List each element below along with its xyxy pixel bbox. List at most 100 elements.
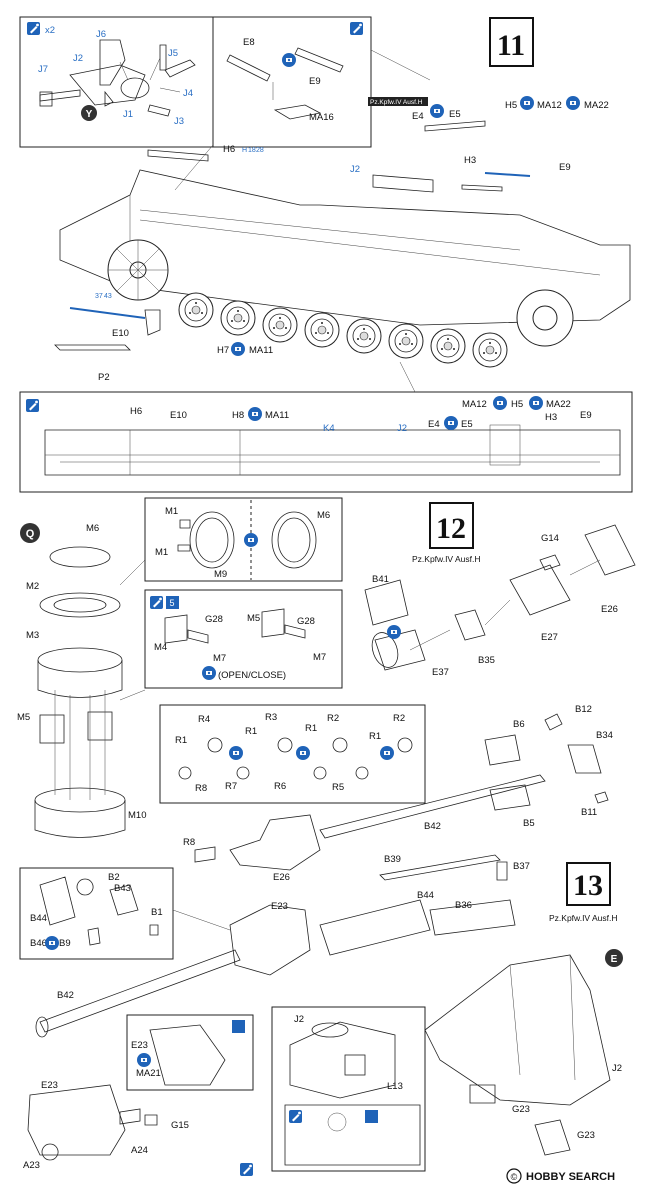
leader-line	[399, 361, 416, 393]
fender-e23	[27, 1084, 126, 1156]
part-label-h8: H8	[232, 410, 244, 421]
cement-icon	[493, 396, 507, 410]
part-m5-shape	[261, 608, 306, 639]
road-wheel	[262, 307, 298, 343]
mantlet-detail-parts	[39, 876, 159, 946]
part-label-m5: M5	[17, 712, 30, 723]
part-label-e37: E37	[432, 667, 449, 678]
part-label-g23b: G23	[577, 1130, 595, 1141]
paint-code-ma11: MA11	[249, 345, 273, 356]
part-label-j2: J2	[73, 53, 83, 64]
part-label-b1: B1	[151, 907, 163, 918]
part-label-b42: B42	[424, 821, 441, 832]
part-label-r1d: R1	[369, 731, 381, 742]
step-number-box	[566, 862, 611, 906]
turret-detail-box	[271, 1006, 426, 1172]
cement-icon	[430, 104, 444, 118]
cement-icon	[380, 746, 394, 760]
part-label-b37: B37	[513, 861, 530, 872]
part-label-h3: H3	[464, 155, 476, 166]
part-label-e5: E5	[449, 109, 461, 120]
part-e4-shape	[424, 120, 486, 132]
part-label-h5b: H5	[511, 399, 523, 410]
part-label-m7b: M7	[313, 652, 326, 663]
part-j2-shape	[372, 174, 434, 193]
part-label-e27: E27	[541, 632, 558, 643]
part-label-g28b: G28	[297, 616, 315, 627]
paint-icon	[232, 1020, 245, 1033]
part-label-r7: R7	[225, 781, 237, 792]
copyright-icon	[506, 1168, 522, 1184]
part-label-m6: M6	[86, 523, 99, 534]
road-wheel	[346, 318, 382, 354]
part-label-r5: R5	[332, 782, 344, 793]
paint-code-ma12: MA12	[537, 100, 562, 111]
part-label-b44b: B44	[417, 890, 434, 901]
cement-icon	[296, 746, 310, 760]
turret-roof-detail	[284, 1104, 421, 1166]
copyright-symbol: ©	[511, 1172, 518, 1182]
step-number-box	[429, 502, 474, 549]
hatch-detail-box	[144, 497, 343, 582]
glue-icon	[27, 22, 40, 35]
part-label-e26: E26	[601, 604, 618, 615]
road-wheel	[304, 312, 340, 348]
part-label-r8: R8	[195, 783, 207, 794]
part-label-e9: E9	[309, 76, 321, 87]
e8-detail-parts	[226, 47, 344, 120]
part-label-e23b: E23	[131, 1040, 148, 1051]
part-label-j2c: J2	[397, 423, 407, 434]
part-label-g14: G14	[541, 533, 559, 544]
open-close-label: (OPEN/CLOSE)	[218, 670, 286, 681]
variant-label-12: Pz.Kpfw.IV Ausf.H	[412, 554, 481, 564]
part-label-b46: B46	[30, 938, 47, 949]
step-11: 11 x2 Y J6 J5 J2 J7 J4 J1 J3	[19, 16, 631, 393]
part-label-b41: B41	[372, 574, 389, 585]
cement-icon	[45, 936, 59, 950]
part-label-h6b: H6	[130, 406, 142, 417]
part-label-e4b: E4	[428, 419, 440, 430]
part-h5-shape	[484, 172, 531, 177]
part-e10-rod	[69, 307, 146, 319]
glue-icon	[150, 596, 163, 609]
part-label-m1: M1	[165, 506, 178, 517]
part-h6-shape	[147, 149, 209, 162]
callout-e-badge	[605, 949, 623, 967]
part-label-m3: M3	[26, 630, 39, 641]
ref-18: 18	[248, 147, 256, 154]
part-label-e5b: E5	[461, 419, 473, 430]
part-label-j5: J5	[168, 48, 178, 59]
part-label-m6b: M6	[317, 510, 330, 521]
part-label-r8b: R8	[183, 837, 195, 848]
hull-body	[59, 169, 631, 347]
part-label-m2: M2	[26, 581, 39, 592]
leader-line	[174, 49, 431, 191]
step-number-12: 12	[436, 512, 466, 545]
cement-icon	[229, 746, 243, 760]
paint-code-ma21: MA21	[136, 1068, 161, 1079]
part-label-j7: J7	[38, 64, 48, 75]
part-label-h7: H7	[217, 345, 229, 356]
e23-detail-box	[126, 1014, 254, 1091]
paint-code-ma16: MA16	[309, 112, 334, 123]
paint-code-ma12b: MA12	[462, 399, 487, 410]
road-wheel	[388, 323, 424, 359]
part-label-k4: K4	[323, 423, 335, 434]
part-label-r1c: R1	[245, 726, 257, 737]
part-label-p2: P2	[98, 372, 110, 383]
paint-code-ma11b: MA11	[265, 410, 289, 421]
part-label-e23: E23	[271, 901, 288, 912]
part-label-b9: B9	[59, 938, 71, 949]
road-wheel	[430, 328, 466, 364]
part-label-j1: J1	[123, 109, 133, 120]
cement-icon	[520, 96, 534, 110]
cement-icon	[444, 416, 458, 430]
part-label-b5: B5	[523, 818, 535, 829]
part-label-b35: B35	[478, 655, 495, 666]
ref-43: 43	[104, 293, 112, 300]
part-m4-shape	[164, 614, 209, 644]
part-label-g28: G28	[205, 614, 223, 625]
part-label-m10: M10	[128, 810, 146, 821]
part-label-h5: H5	[505, 100, 517, 111]
